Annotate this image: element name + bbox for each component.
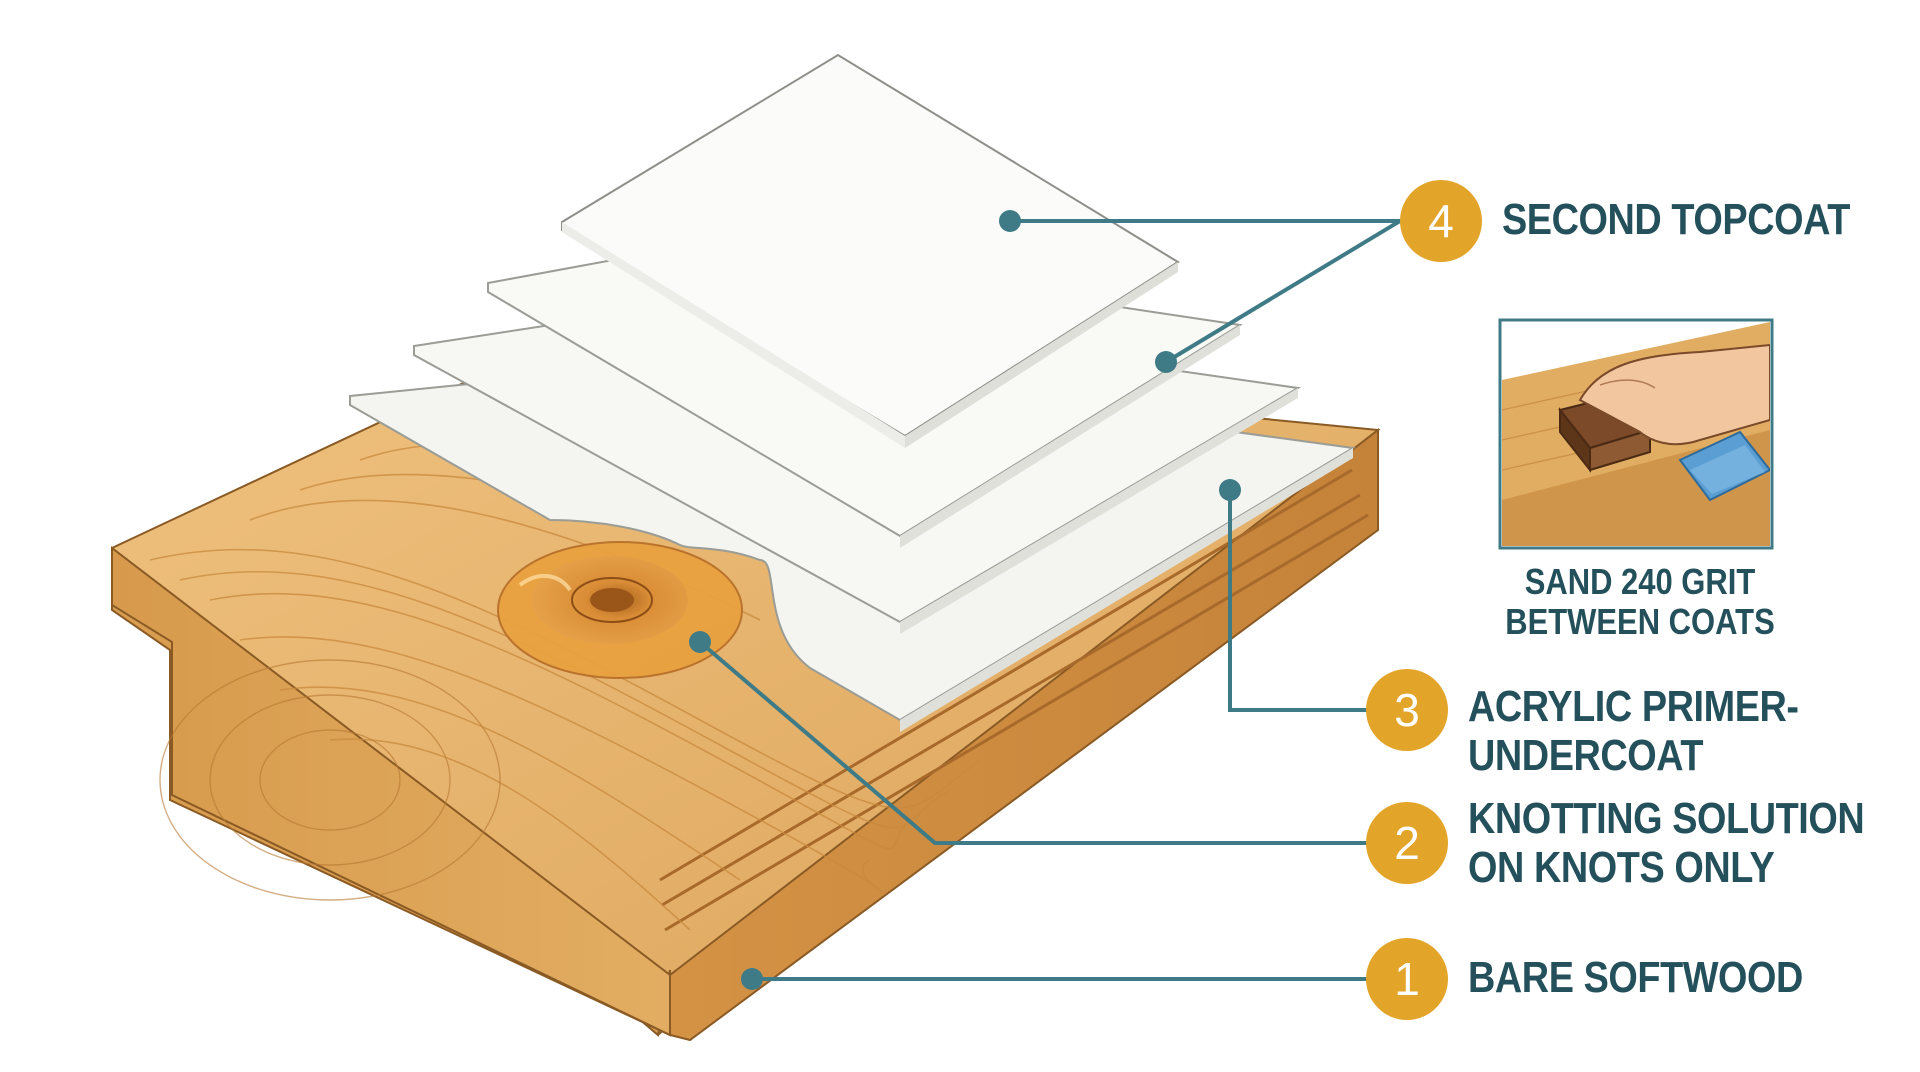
- callout-badge-1: 1: [1366, 938, 1448, 1020]
- end-grain-rings: [159, 659, 501, 901]
- leader-lines: [698, 219, 1408, 981]
- leader-dot-1: [741, 968, 763, 990]
- callout-label-3-line-1: ACRYLIC PRIMER-: [1468, 682, 1799, 731]
- leader-line-3: [1228, 490, 1408, 712]
- leader-dots: [689, 210, 1241, 990]
- callout-badge-3: 3: [1366, 669, 1448, 751]
- moulding-groove: [659, 468, 1369, 932]
- callout-label-4-line-1: SECOND TOPCOAT: [1502, 195, 1850, 244]
- paint-layers: [349, 53, 1356, 732]
- callout-label-2: KNOTTING SOLUTION ON KNOTS ONLY: [1468, 794, 1865, 893]
- sanding-inset: [1498, 318, 1774, 550]
- callout-label-3: ACRYLIC PRIMER- UNDERCOAT: [1468, 682, 1799, 781]
- callout-badge-2: 2: [1366, 802, 1448, 884]
- callout-label-1: BARE SOFTWOOD: [1468, 953, 1803, 1002]
- inset-caption: SAND 240 GRIT BETWEEN COATS: [1502, 561, 1777, 643]
- leader-line-2: [698, 640, 1408, 845]
- inset-caption-line-1: SAND 240 GRIT: [1524, 561, 1756, 602]
- knot-with-knotting-solution: [497, 541, 743, 679]
- callout-badge-4: 4: [1400, 180, 1482, 262]
- board-side-face: [669, 427, 1379, 1042]
- leader-line-4b: [1164, 219, 1402, 364]
- callout-label-2-line-1: KNOTTING SOLUTION: [1468, 794, 1865, 843]
- inset-caption-line-2: BETWEEN COATS: [1505, 601, 1775, 643]
- callout-label-1-line-1: BARE SOFTWOOD: [1468, 953, 1803, 1002]
- hand-sanding-block-icon: [1558, 343, 1770, 502]
- callout-label-2-line-2: ON KNOTS ONLY: [1468, 843, 1775, 893]
- callout-label-4: SECOND TOPCOAT: [1502, 195, 1850, 244]
- leader-dot-2: [689, 631, 711, 653]
- leader-dot-3: [1219, 479, 1241, 501]
- leader-dot-4: [999, 210, 1021, 232]
- leader-dot-4b: [1155, 351, 1177, 373]
- callout-label-3-line-2: UNDERCOAT: [1468, 731, 1704, 781]
